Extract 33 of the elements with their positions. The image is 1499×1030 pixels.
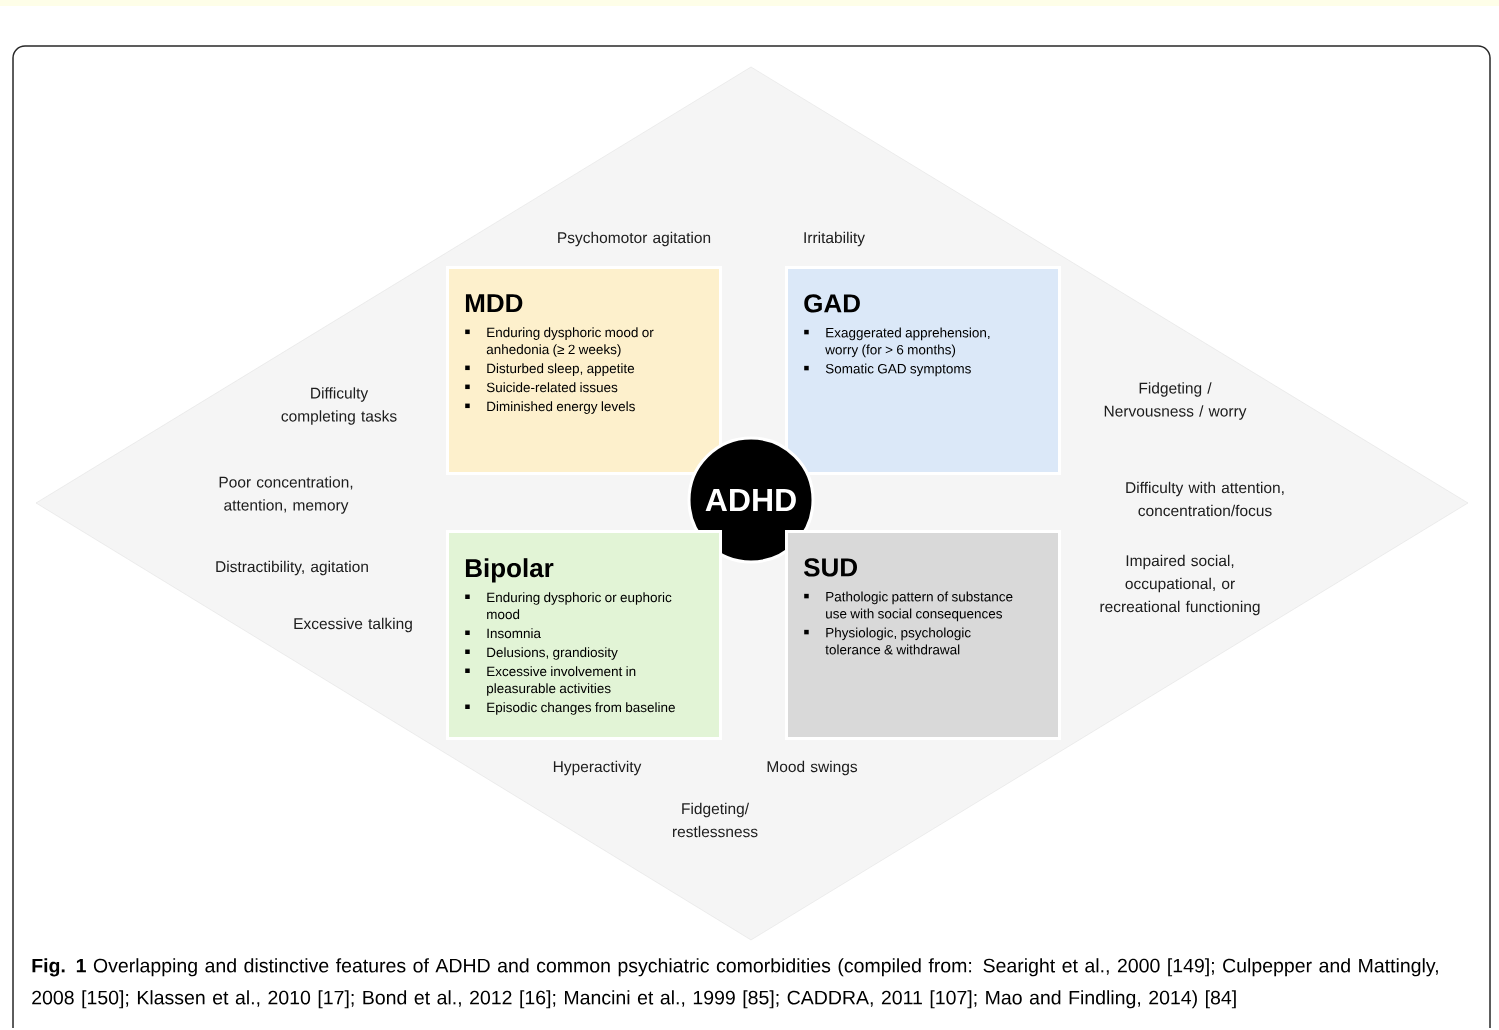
bullet-item: Disturbed sleep, appetite xyxy=(487,363,635,376)
bullet-item: Insomnia xyxy=(487,628,541,639)
feature-label: Excessive talking xyxy=(294,617,412,633)
bullet-item: Exaggerated apprehension, worry (for > 6 months) xyxy=(825,327,990,358)
feature-label: Difficulty with attention, concentration/focus xyxy=(1126,481,1284,517)
feature-label: Psychomotor agitation xyxy=(558,231,711,247)
bullet-item: Delusions, grandiosity xyxy=(487,647,618,660)
bullet-item: Physiologic, psychologic tolerance & withdrawal xyxy=(825,627,971,655)
bullet-item: Suicide-related issues xyxy=(486,382,618,393)
box-heading: Bipolar xyxy=(465,558,554,583)
figure-caption: Fig. 1 Overlapping and distinctive features of ADHD and common psychiatric comorbidities (compiled from: Searight et al., 2000 [149]; Culpepper and Mattingly, 2008 [150]; Klassen et al., 2010 [17]; Bond et al., 2012 [16]; Mancini et al., 1999 [85]; CADDRA, 2011 [107]; Mao and Findling, 2014) [84] xyxy=(32,958,1438,1009)
bullet-item: Diminished energy levels xyxy=(487,401,635,414)
bullet-item: Pathologic pattern of substance use with social consequences xyxy=(826,591,1013,622)
feature-label: Mood swings xyxy=(767,760,858,776)
category-box xyxy=(785,266,1061,475)
feature-label: Impaired social, occupational, or recreational functioning xyxy=(1100,554,1260,616)
box-heading: GAD xyxy=(804,294,860,313)
bullet-item: Episodic changes from baseline xyxy=(487,702,675,715)
bullet-item: Somatic GAD symptoms xyxy=(825,363,971,377)
category-box xyxy=(446,530,722,740)
feature-label: Irritability xyxy=(804,231,865,247)
feature-label: Hyperactivity xyxy=(553,760,642,776)
feature-label: Difficulty completing tasks xyxy=(281,387,397,425)
bullet-item: Enduring dysphoric or euphoric mood xyxy=(487,592,672,620)
category-box xyxy=(446,266,722,475)
bullet-item: Enduring dysphoric mood or anhedonia (≥ 2 weeks) xyxy=(486,327,654,357)
feature-label: Fidgeting/ restlessness xyxy=(672,802,758,838)
category-box xyxy=(785,530,1061,740)
bullet-item: Excessive involvement in pleasurable activities xyxy=(487,666,636,696)
feature-label: Poor concentration, attention, memory xyxy=(219,476,353,514)
box-heading: MDD xyxy=(465,294,523,313)
feature-label: Distractibility, agitation xyxy=(216,560,368,576)
feature-label: Fidgeting / Nervousness / worry xyxy=(1104,382,1247,420)
